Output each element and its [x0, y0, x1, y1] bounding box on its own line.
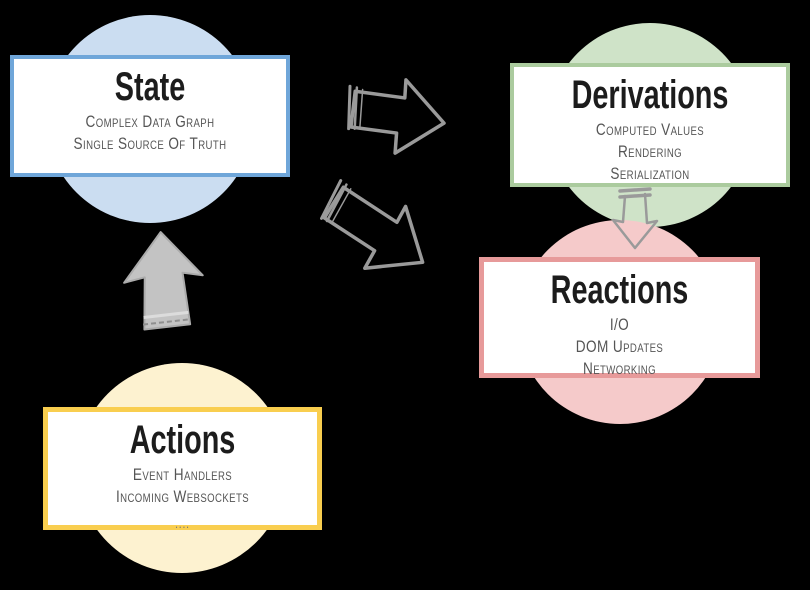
- derivations-subtitle-line: Rendering: [617, 142, 683, 161]
- state-box: State Complex Data Graph Single Source O…: [10, 55, 290, 177]
- state-subtitle-list: Complex Data Graph Single Source Of Trut…: [14, 111, 286, 155]
- actions-title: Actions: [129, 418, 236, 462]
- derivations-subtitle-list: Computed Values Rendering Serialization: [514, 119, 786, 185]
- reactions-title: Reactions: [550, 268, 689, 312]
- reactions-subtitle-line: Networking: [582, 359, 657, 378]
- state-title: State: [114, 65, 186, 109]
- reactions-box: Reactions I/O DOM Updates Networking: [479, 257, 760, 378]
- derivations-box: Derivations Computed Values Rendering Se…: [510, 63, 790, 187]
- reactions-subtitle-line: I/O: [609, 315, 630, 334]
- actions-subtitle-line: Event Handlers: [132, 465, 233, 484]
- derivations-subtitle-line: Serialization: [610, 164, 690, 183]
- actions-subtitle-line: Incoming Websockets: [115, 487, 250, 506]
- state-to-reactions-arrow-icon: [320, 179, 425, 270]
- actions-subtitle-list: Event Handlers Incoming Websockets ....: [48, 464, 317, 533]
- state-subtitle-line: Single Source Of Truth: [73, 134, 227, 153]
- actions-box: Actions Event Handlers Incoming Websocke…: [43, 407, 322, 533]
- reactions-subtitle-list: I/O DOM Updates Networking: [484, 314, 755, 380]
- reactions-subtitle-line: DOM Updates: [575, 337, 664, 356]
- actions-to-state-arrow-icon: [123, 231, 204, 331]
- derivations-to-reactions-arrow-icon: [611, 187, 659, 250]
- state-subtitle-line: Complex Data Graph: [85, 112, 215, 131]
- state-to-derivations-arrow-icon: [347, 78, 446, 155]
- derivations-title: Derivations: [571, 73, 729, 117]
- derivations-subtitle-line: Computed Values: [595, 120, 705, 139]
- actions-subtitle-ellipsis: ....: [175, 516, 190, 531]
